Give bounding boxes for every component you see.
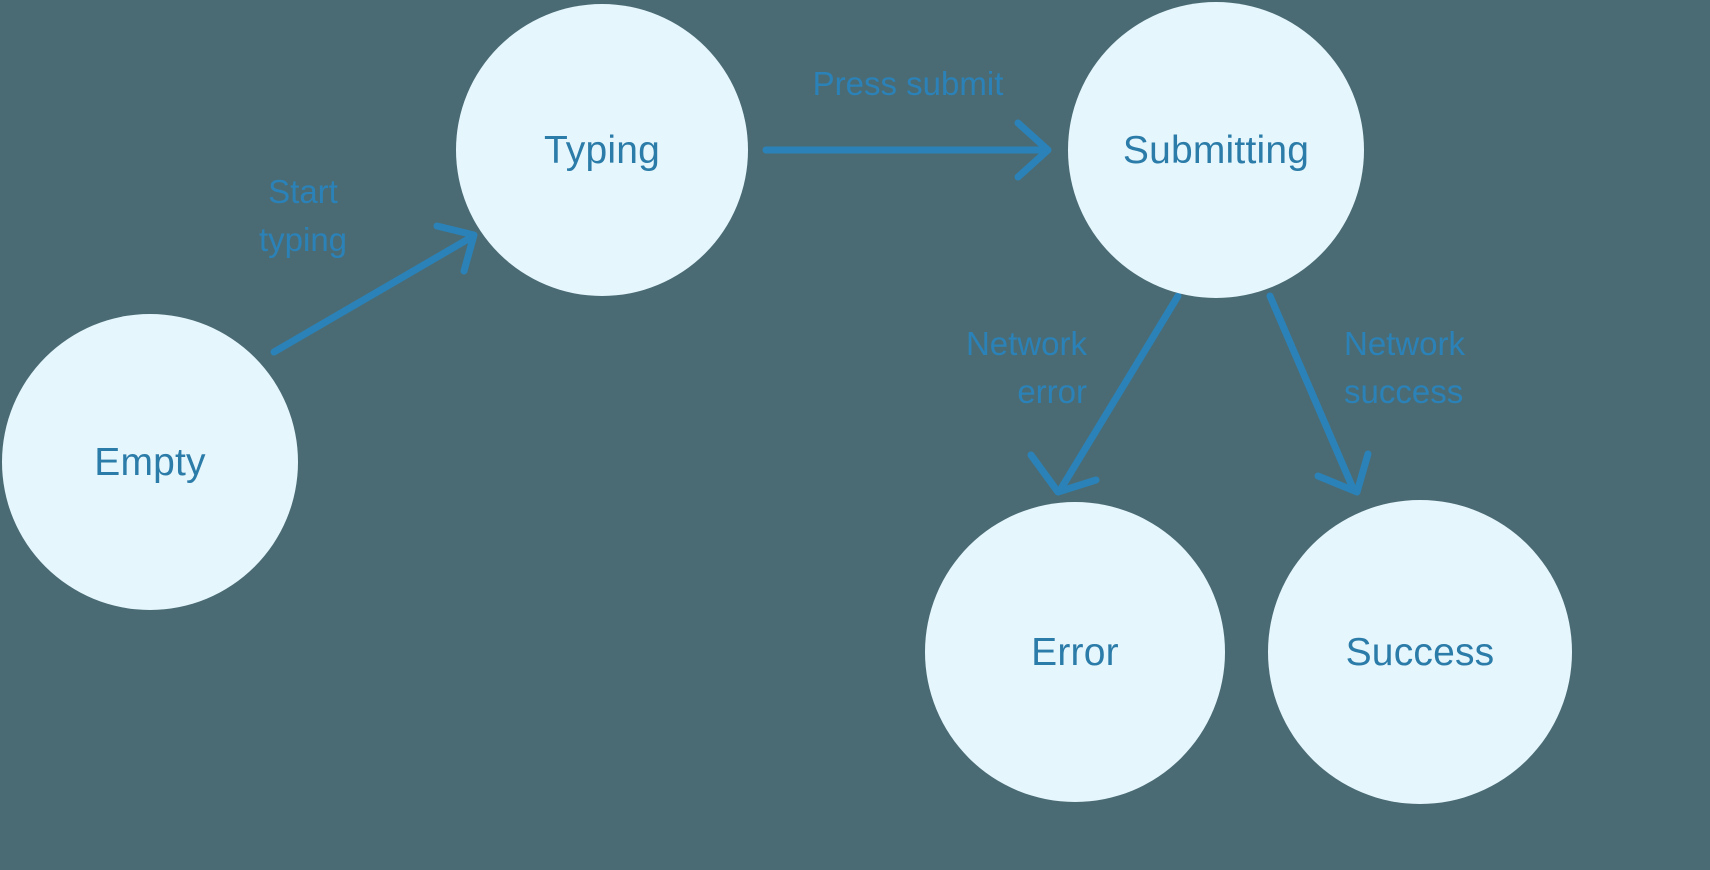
state-node-label-error: Error — [1031, 630, 1119, 674]
edge-submitting-to-error — [1027, 292, 1182, 496]
state-node-label-submitting: Submitting — [1122, 128, 1310, 172]
state-node-success[interactable]: Success — [1268, 500, 1572, 804]
edge-empty-to-typing — [270, 222, 478, 356]
state-node-label-typing: Typing — [543, 128, 661, 172]
state-node-empty[interactable]: Empty — [2, 314, 298, 610]
state-node-label-success: Success — [1345, 630, 1495, 674]
state-node-typing[interactable]: Typing — [456, 4, 748, 296]
edge-submitting-to-success — [1266, 292, 1372, 496]
state-node-submitting[interactable]: Submitting — [1068, 2, 1364, 298]
state-node-error[interactable]: Error — [925, 502, 1225, 802]
state-node-label-empty: Empty — [94, 440, 206, 484]
edge-typing-to-submitting — [762, 119, 1052, 181]
